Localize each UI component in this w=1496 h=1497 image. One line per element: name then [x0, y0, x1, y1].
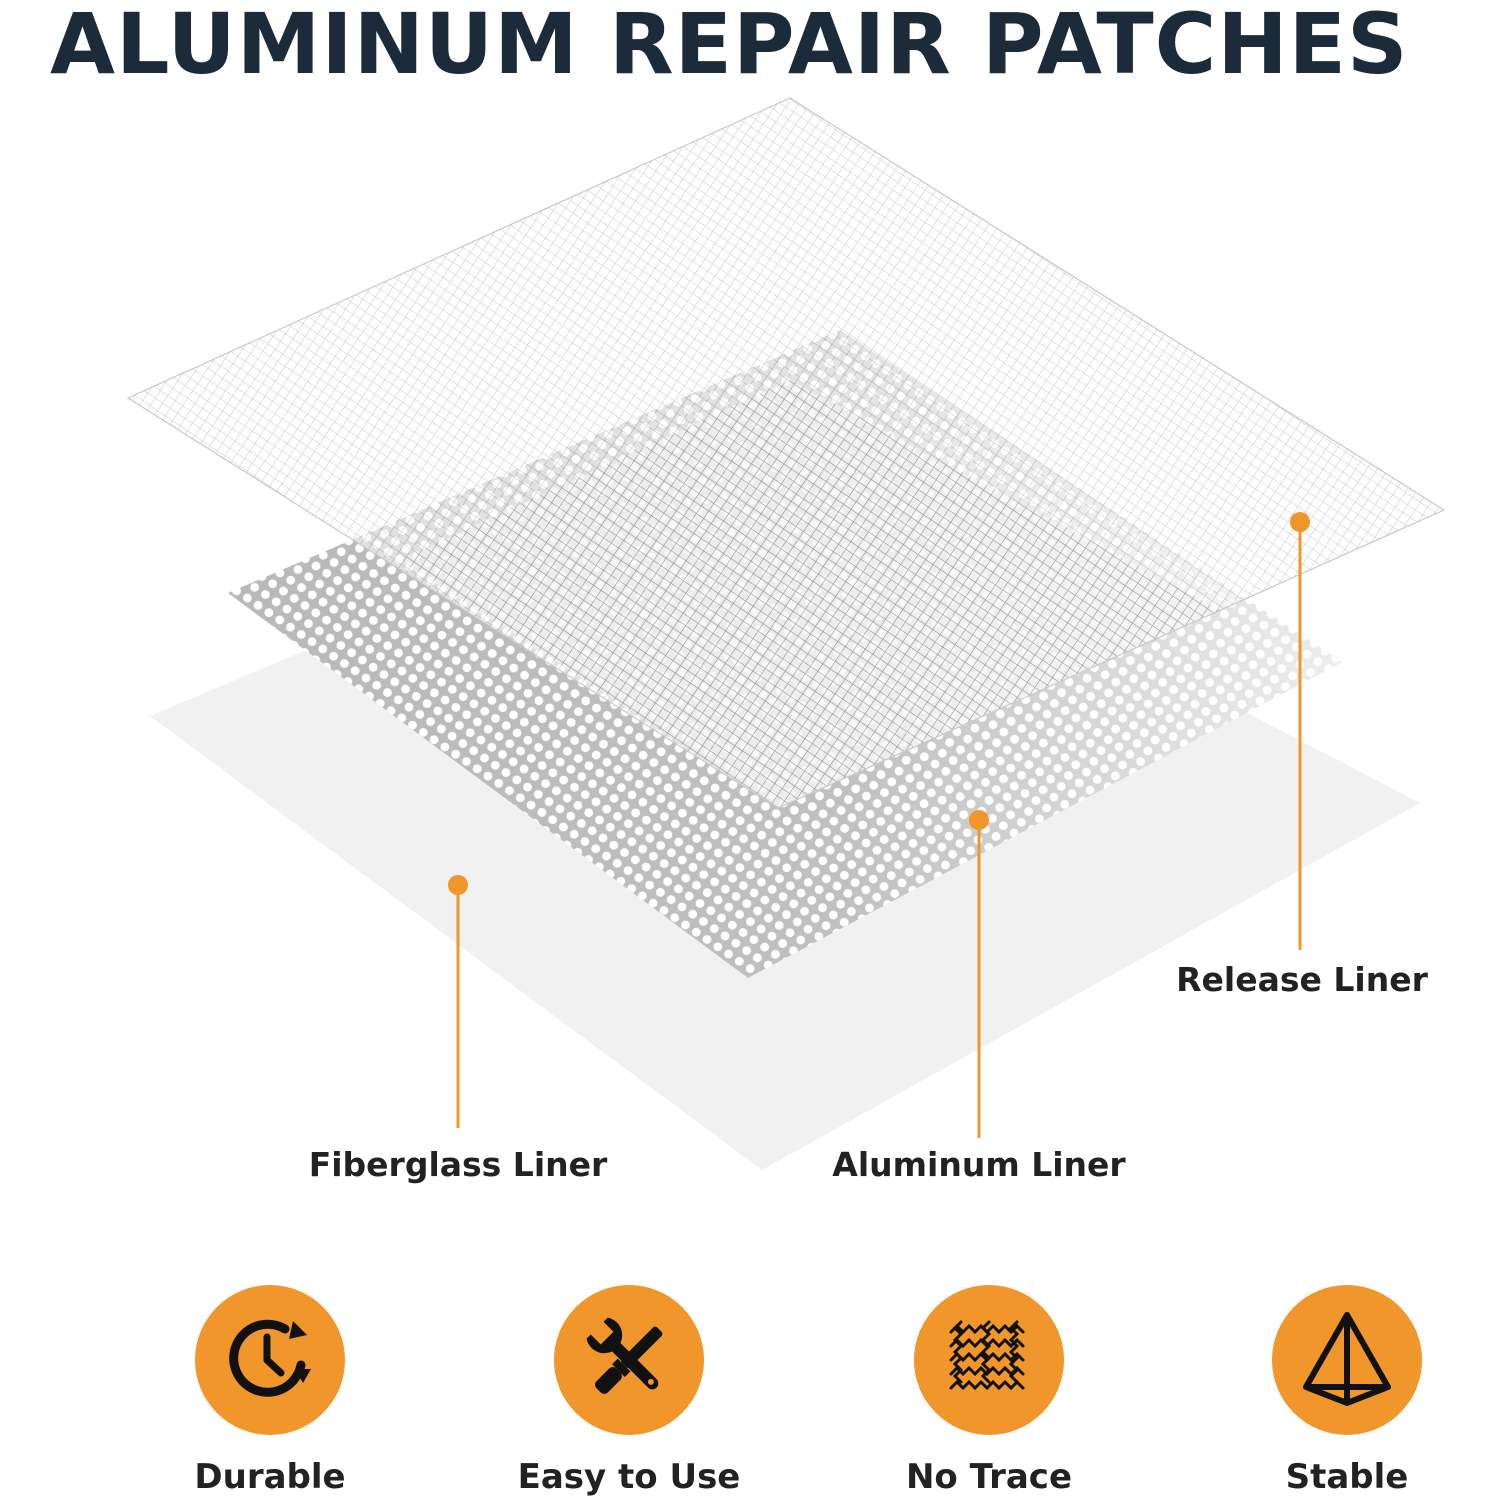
aluminum-liner-label: Aluminum Liner	[832, 1145, 1126, 1184]
feature-label: No Trace	[905, 1457, 1073, 1497]
callout-dot-release	[1290, 512, 1310, 532]
fiberglass-liner-label: Fiberglass Liner	[308, 1145, 608, 1184]
callout-dot-aluminum	[969, 810, 989, 830]
feature-label: Stable	[1285, 1457, 1409, 1497]
release-liner-label: Release Liner	[1176, 960, 1428, 999]
feature-label: Easy to Use	[517, 1457, 741, 1497]
feature-easy-to-use: Easy to Use	[479, 1285, 779, 1497]
clock-rotate-icon	[195, 1285, 345, 1435]
pyramid-icon	[1272, 1285, 1422, 1435]
feature-label: Durable	[194, 1457, 346, 1497]
feature-no-trace: No Trace	[839, 1285, 1139, 1497]
callout-dot-fiberglass	[448, 875, 468, 895]
feature-durable: Durable	[120, 1285, 420, 1497]
feature-stable: Stable	[1197, 1285, 1496, 1497]
mesh-weave-icon	[914, 1285, 1064, 1435]
page-title: ALUMINUM REPAIR PATCHES	[50, 0, 1409, 93]
wrench-screwdriver-icon	[554, 1285, 704, 1435]
